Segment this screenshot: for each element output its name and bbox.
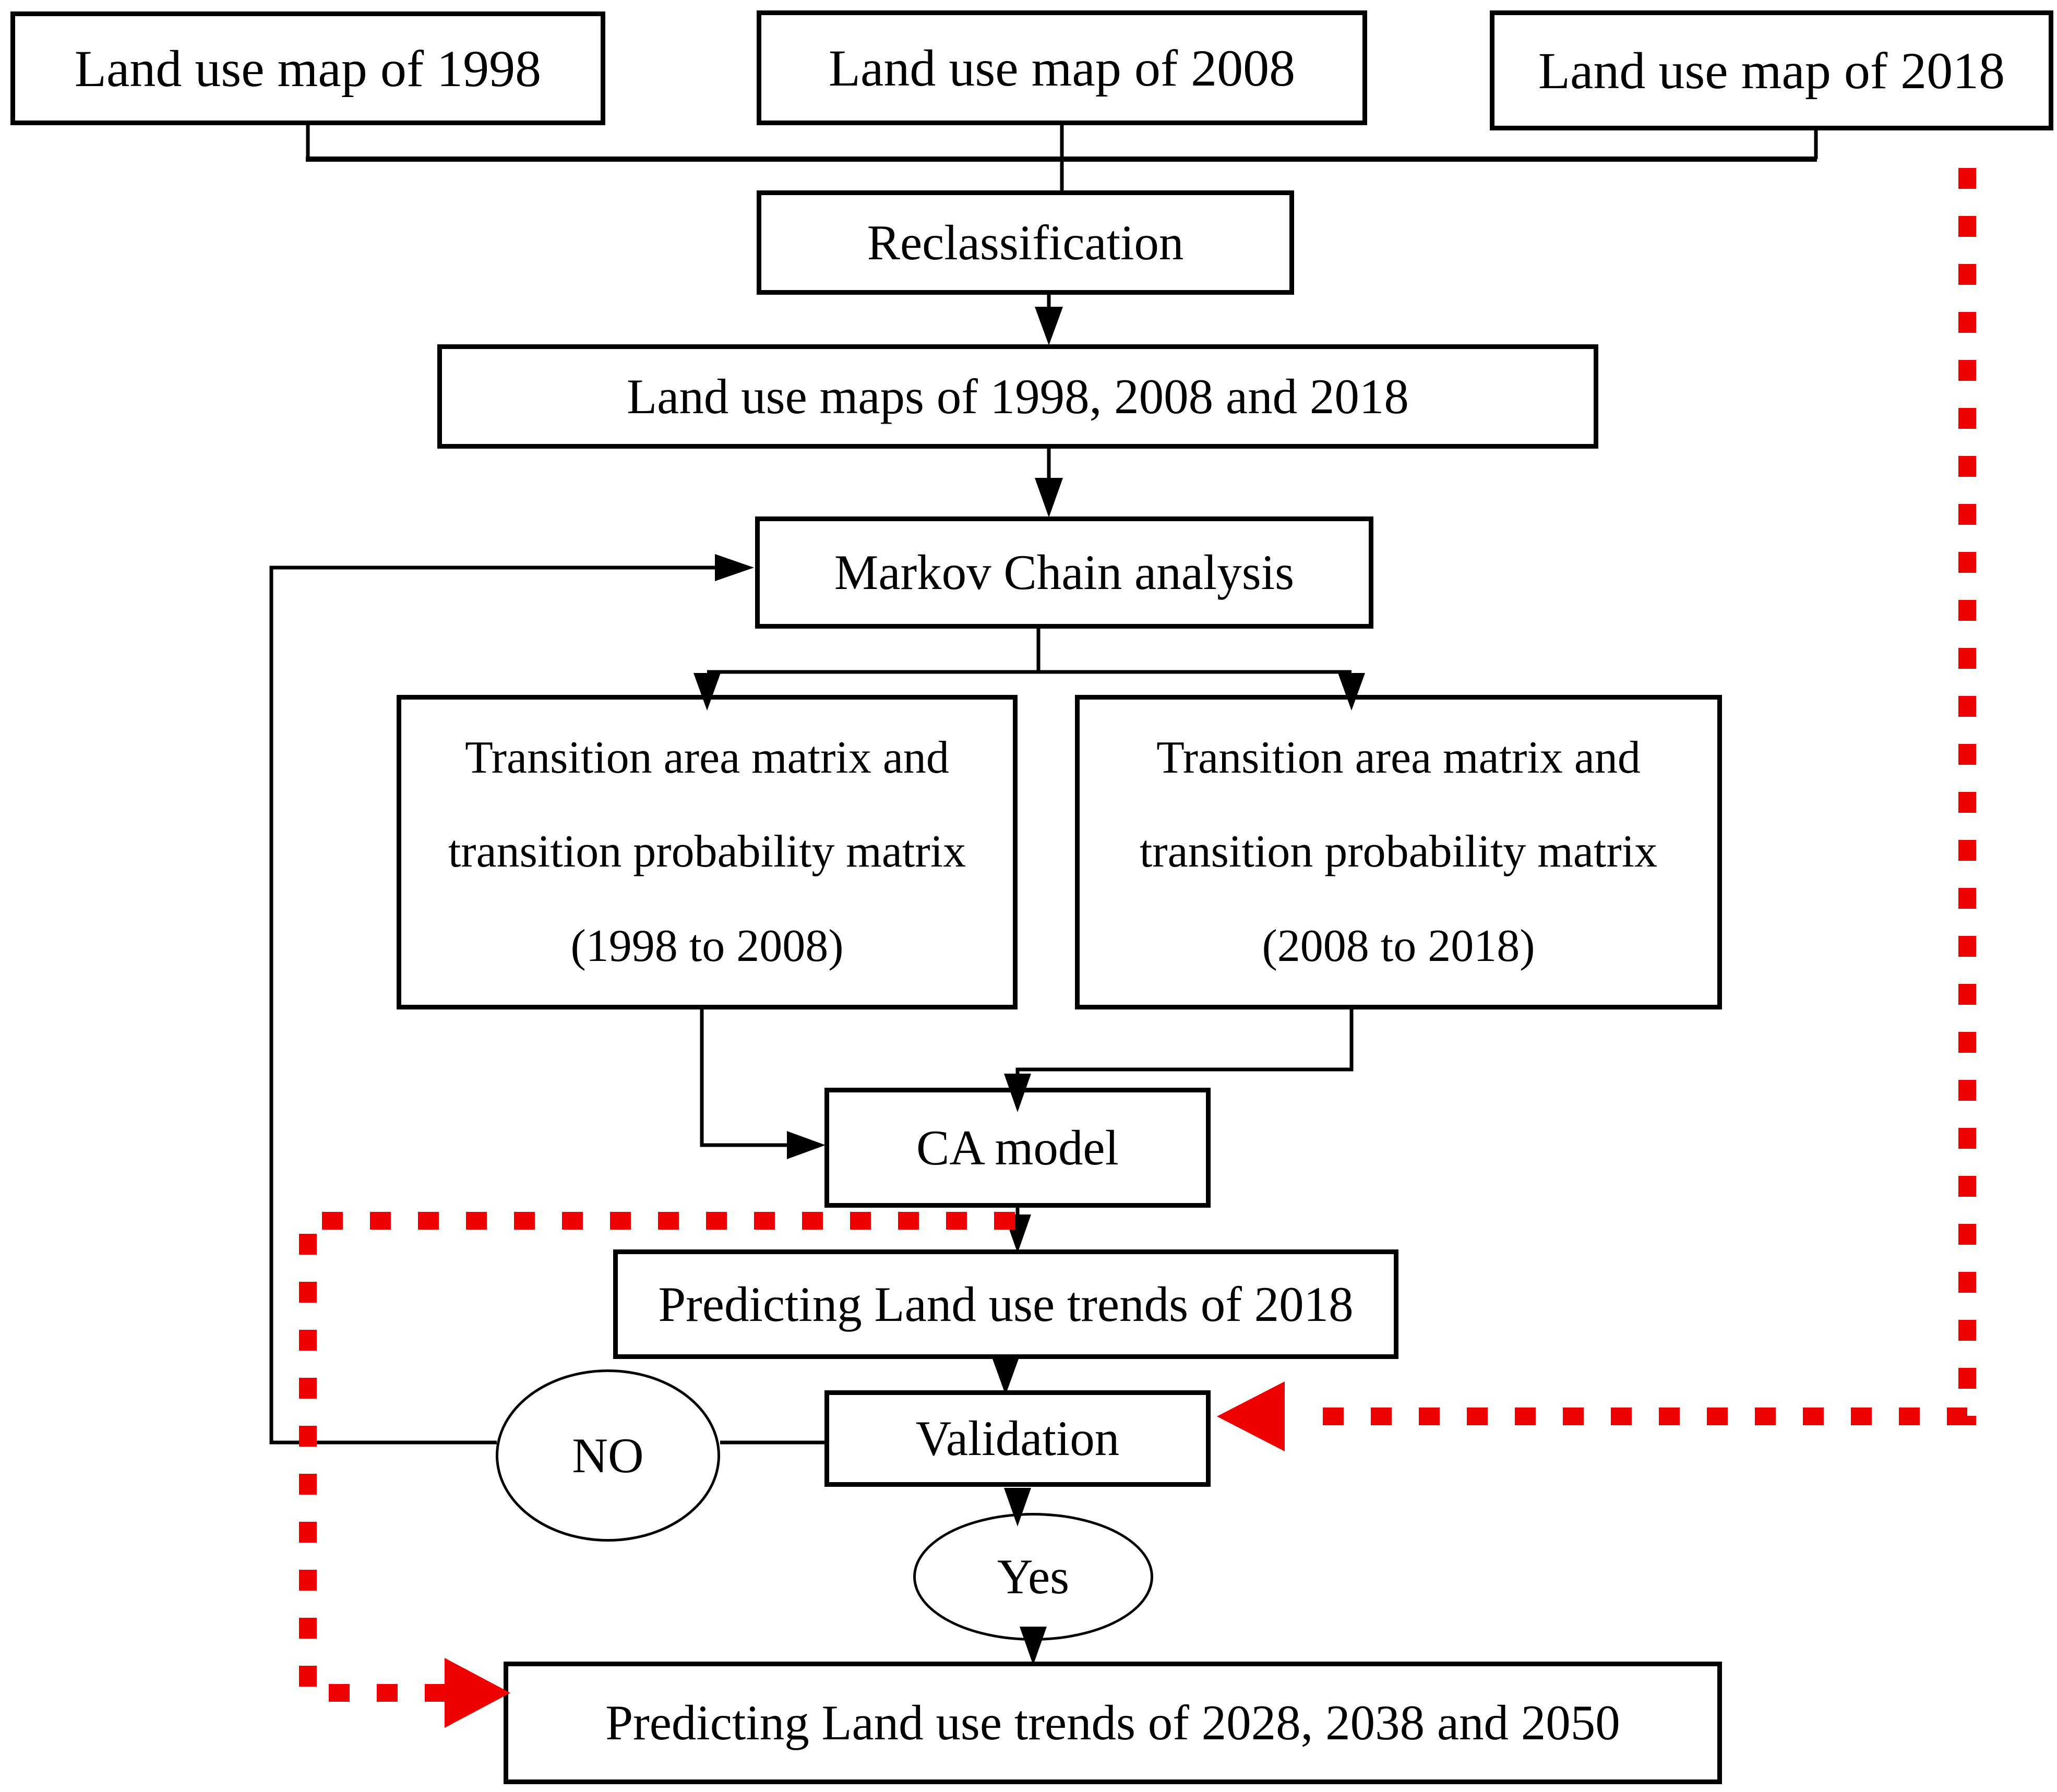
- arrowhead-feedback-to-markov: [715, 554, 754, 581]
- arrowhead-matrixL-to-ca: [787, 1131, 826, 1159]
- node-transition-matrix-2008-2018: Transition area matrix and transition pr…: [1075, 695, 1722, 1009]
- node-reclassification-label: Reclassification: [867, 214, 1184, 270]
- node-no-ellipse: NO: [496, 1369, 720, 1542]
- node-land-use-map-1998: Land use map of 1998: [10, 11, 605, 125]
- node-transition-matrix-1998-2008-label: Transition area matrix and transition pr…: [448, 732, 966, 971]
- node-markov-chain-analysis: Markov Chain analysis: [755, 516, 1373, 629]
- connector-matrixR-to-ca: [1015, 1009, 1354, 1076]
- node-land-use-maps-combined-label: Land use maps of 1998, 2008 and 2018: [627, 368, 1409, 424]
- node-no-ellipse-label: NO: [572, 1427, 644, 1483]
- node-land-use-map-1998-label: Land use map of 1998: [74, 39, 542, 98]
- node-ca-model: CA model: [824, 1088, 1211, 1208]
- node-yes-ellipse-label: Yes: [997, 1549, 1070, 1605]
- connector-matrixL-to-ca: [700, 1009, 789, 1147]
- arrowhead-red-validation: [1217, 1381, 1285, 1451]
- node-transition-matrix-1998-2008: Transition area matrix and transition pr…: [397, 695, 1018, 1009]
- node-markov-chain-analysis-label: Markov Chain analysis: [834, 545, 1295, 600]
- arrowhead-reclass-to-maps: [1035, 307, 1063, 345]
- node-validation-label: Validation: [915, 1411, 1120, 1466]
- node-ca-model-label: CA model: [916, 1120, 1119, 1175]
- node-predicting-2018: Predicting Land use trends of 2018: [613, 1249, 1398, 1359]
- node-land-use-map-2018-label: Land use map of 2018: [1538, 41, 2005, 100]
- node-land-use-maps-combined: Land use maps of 1998, 2008 and 2018: [437, 344, 1598, 449]
- node-validation: Validation: [824, 1390, 1211, 1487]
- node-land-use-map-2008-label: Land use map of 2008: [828, 39, 1296, 97]
- node-predicting-future: Predicting Land use trends of 2028, 2038…: [504, 1662, 1722, 1784]
- connector-markov-split: [707, 629, 1352, 674]
- node-yes-ellipse: Yes: [913, 1513, 1153, 1641]
- arrowhead-maps-to-markov: [1035, 478, 1063, 518]
- node-land-use-map-2008: Land use map of 2008: [757, 10, 1367, 125]
- node-land-use-map-2018: Land use map of 2018: [1490, 10, 2053, 130]
- arrowhead-ca-to-predict2018: [1004, 1214, 1031, 1253]
- node-transition-matrix-2008-2018-label: Transition area matrix and transition pr…: [1139, 732, 1658, 971]
- node-predicting-future-label: Predicting Land use trends of 2028, 2038…: [605, 1695, 1620, 1751]
- arrowhead-red-future: [445, 1658, 510, 1728]
- arrowhead-predict2018-to-validation: [992, 1357, 1019, 1395]
- node-predicting-2018-label: Predicting Land use trends of 2018: [658, 1276, 1354, 1332]
- node-reclassification: Reclassification: [757, 190, 1294, 295]
